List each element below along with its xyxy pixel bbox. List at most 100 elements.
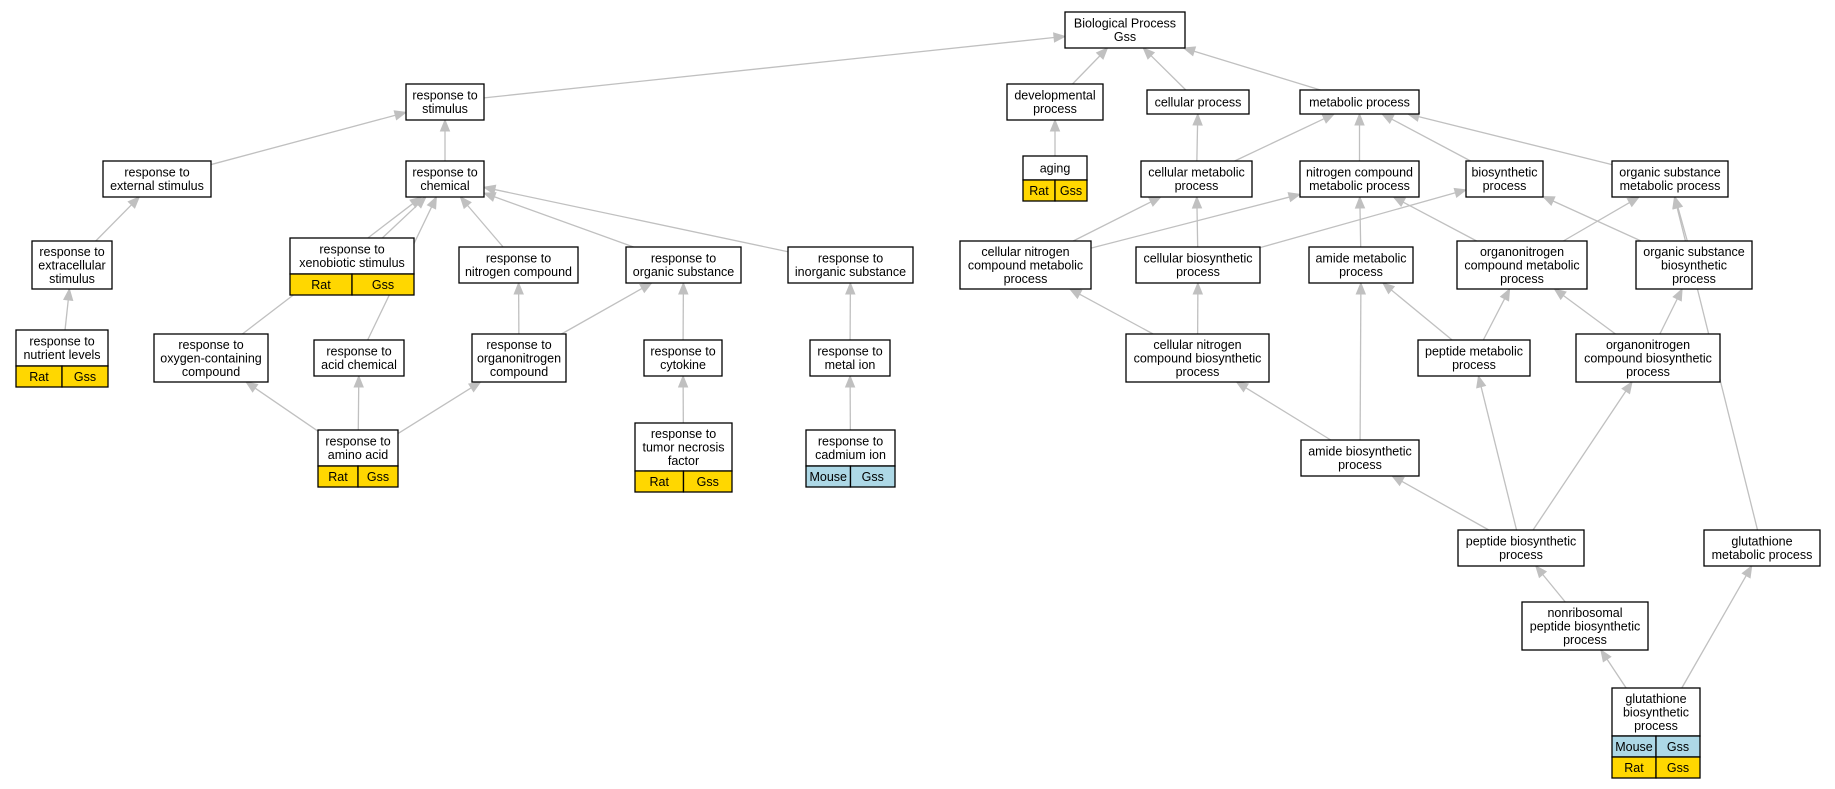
go-term-label: response to	[651, 427, 716, 441]
go-term-label: peptide metabolic	[1425, 345, 1523, 359]
edge-line	[1659, 298, 1678, 335]
go-term-label: chemical	[420, 179, 469, 193]
go-term-label: organonitrogen	[1480, 245, 1564, 259]
go-term-label: glutathione	[1625, 692, 1686, 706]
go-term-label: response to	[178, 338, 243, 352]
go-term-box	[1064, 11, 1186, 49]
go-term-box	[1456, 240, 1588, 290]
go-term-box	[471, 333, 567, 383]
go-term-box	[405, 160, 485, 198]
go-term-label: biosynthetic	[1661, 258, 1727, 272]
annotation-label: Gss	[74, 370, 96, 384]
edge-arrowhead	[1355, 281, 1367, 295]
annotation-label: Gss	[1060, 184, 1082, 198]
edge-arrowhead	[1553, 288, 1567, 301]
edge-arrowhead	[1235, 381, 1250, 393]
go-term-label: process	[1004, 272, 1048, 286]
edge-line	[1072, 201, 1152, 242]
go-term-label: Gss	[1114, 30, 1136, 44]
go-term-label: stimulus	[49, 272, 95, 286]
go-term-label: response to	[319, 243, 384, 257]
annotation-cell	[357, 465, 399, 488]
go-term-label: amide biosynthetic	[1308, 445, 1412, 459]
edge-line	[1390, 289, 1453, 341]
go-term-box	[1299, 160, 1420, 198]
go-term-box	[458, 246, 579, 284]
edge-arrowhead	[1192, 112, 1203, 126]
go-term-label: response to	[412, 89, 477, 103]
go-term-label: organic substance	[633, 265, 735, 279]
go-term-label: Biological Process	[1074, 17, 1176, 31]
edge-arrowhead	[513, 281, 524, 295]
edge-line	[1072, 55, 1101, 85]
annotation-label: Gss	[1667, 761, 1689, 775]
go-term-label: response to	[124, 166, 189, 180]
go-term-label: peptide biosynthetic	[1466, 535, 1577, 549]
go-term-box	[31, 240, 113, 290]
annotation-cell	[682, 470, 733, 493]
go-term-label: response to	[651, 252, 716, 266]
annotation-label: Gss	[862, 470, 884, 484]
edge-arrowhead	[845, 281, 856, 295]
edge-line	[1391, 118, 1471, 162]
edge-arrowhead	[426, 195, 437, 210]
annotation-label: Rat	[650, 475, 670, 489]
go-term-label: process	[1175, 179, 1219, 193]
edge-arrowhead	[844, 374, 856, 388]
annotation-label: Gss	[367, 470, 389, 484]
edge-line	[210, 114, 396, 166]
edge-arrowhead	[1392, 196, 1407, 207]
edge-line	[1359, 293, 1362, 441]
go-term-label: compound biosynthetic	[1584, 351, 1712, 365]
annotation-cell	[1655, 756, 1701, 779]
go-term-box	[643, 339, 723, 377]
edge-arrowhead	[1381, 282, 1396, 295]
edge-arrowhead	[1626, 196, 1641, 208]
go-term-label: response to	[818, 252, 883, 266]
go-term-box	[153, 333, 269, 383]
edge-arrowhead	[1476, 374, 1487, 389]
edge-line	[1562, 295, 1616, 335]
annotation-label: Rat	[1624, 761, 1644, 775]
go-term-label: response to	[325, 435, 390, 449]
go-term-label: metabolic process	[1712, 548, 1813, 562]
edge-arrowhead	[1068, 288, 1083, 300]
edge-arrowhead	[1095, 47, 1109, 60]
go-term-box	[1006, 83, 1104, 121]
go-term-box	[1465, 160, 1544, 198]
edge-line	[1482, 298, 1506, 341]
go-term-label: glutathione	[1731, 535, 1792, 549]
edge-arrowhead	[1354, 112, 1365, 126]
go-term-box	[1611, 160, 1729, 198]
edge-arrowhead	[1182, 46, 1197, 57]
annotation-label: Mouse	[1615, 740, 1653, 754]
go-term-box	[625, 246, 742, 284]
edge-line	[1401, 480, 1490, 531]
annotation-label: Gss	[697, 475, 719, 489]
edge-line	[1359, 207, 1362, 248]
go-term-box	[1417, 339, 1531, 377]
go-term-box	[1635, 240, 1753, 290]
edge-line	[1552, 200, 1642, 242]
go-term-label: metabolic process	[1309, 95, 1410, 109]
go-term-node: cellular process	[1146, 89, 1250, 115]
go-term-label: cadmium ion	[815, 448, 886, 462]
go-term-label: factor	[668, 454, 699, 468]
go-term-box	[1146, 89, 1250, 115]
edge-line	[1677, 207, 1688, 242]
